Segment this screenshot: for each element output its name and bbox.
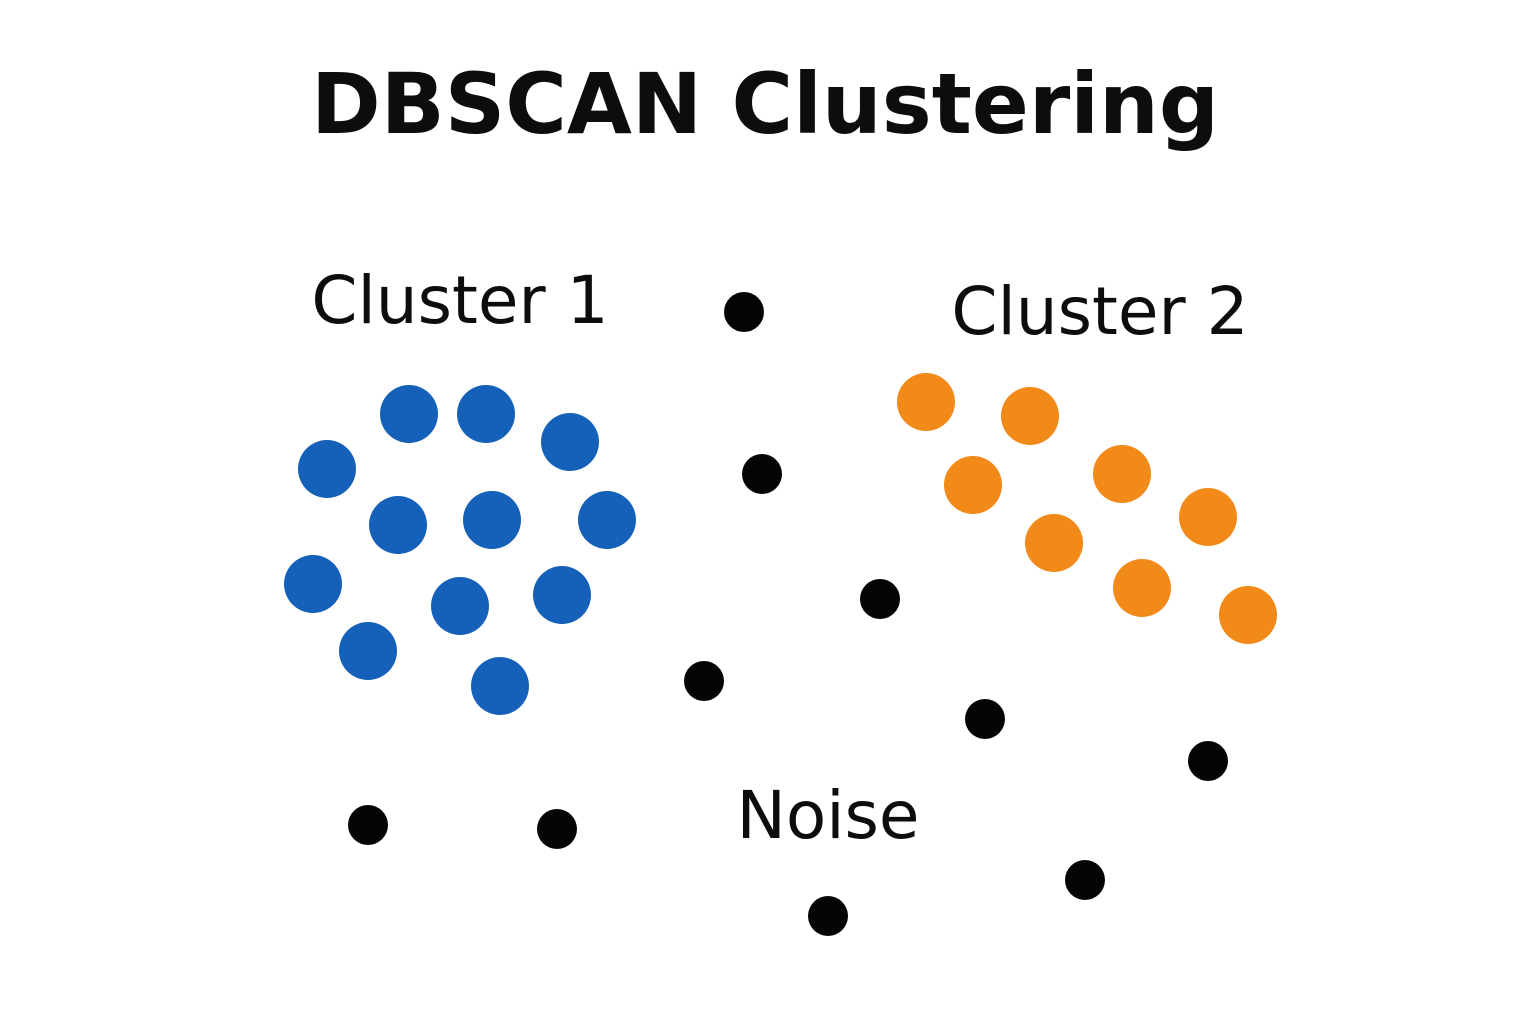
cluster-1-points	[284, 385, 636, 715]
cluster-1-point	[369, 496, 427, 554]
cluster-2-point	[897, 373, 955, 431]
noise-point	[1065, 860, 1105, 900]
noise-point	[348, 805, 388, 845]
cluster-1-point	[339, 622, 397, 680]
noise-points	[348, 292, 1228, 936]
noise-point	[537, 809, 577, 849]
cluster-1-point	[284, 555, 342, 613]
cluster-2-point	[1025, 514, 1083, 572]
diagram-title: DBSCAN Clustering	[311, 55, 1219, 153]
cluster-1-point	[431, 577, 489, 635]
cluster-1-point	[457, 385, 515, 443]
cluster-1-point	[380, 385, 438, 443]
cluster-2-point	[944, 456, 1002, 514]
noise-point	[724, 292, 764, 332]
cluster-1-point	[463, 491, 521, 549]
noise-point	[808, 896, 848, 936]
cluster-1-point	[541, 413, 599, 471]
cluster-2-point	[1001, 387, 1059, 445]
cluster-2-label: Cluster 2	[951, 273, 1248, 350]
cluster-2-point	[1113, 559, 1171, 617]
cluster-1-point	[471, 657, 529, 715]
cluster-1-label: Cluster 1	[311, 262, 608, 339]
cluster-1-point	[533, 566, 591, 624]
noise-point	[1188, 741, 1228, 781]
noise-point	[860, 579, 900, 619]
noise-point	[684, 661, 724, 701]
cluster-2-point	[1219, 586, 1277, 644]
noise-point	[742, 454, 782, 494]
cluster-2-point	[1179, 488, 1237, 546]
cluster-1-point	[578, 491, 636, 549]
cluster-2-points	[897, 373, 1277, 644]
noise-label: Noise	[736, 777, 919, 854]
noise-point	[965, 699, 1005, 739]
cluster-2-point	[1093, 445, 1151, 503]
cluster-1-point	[298, 440, 356, 498]
